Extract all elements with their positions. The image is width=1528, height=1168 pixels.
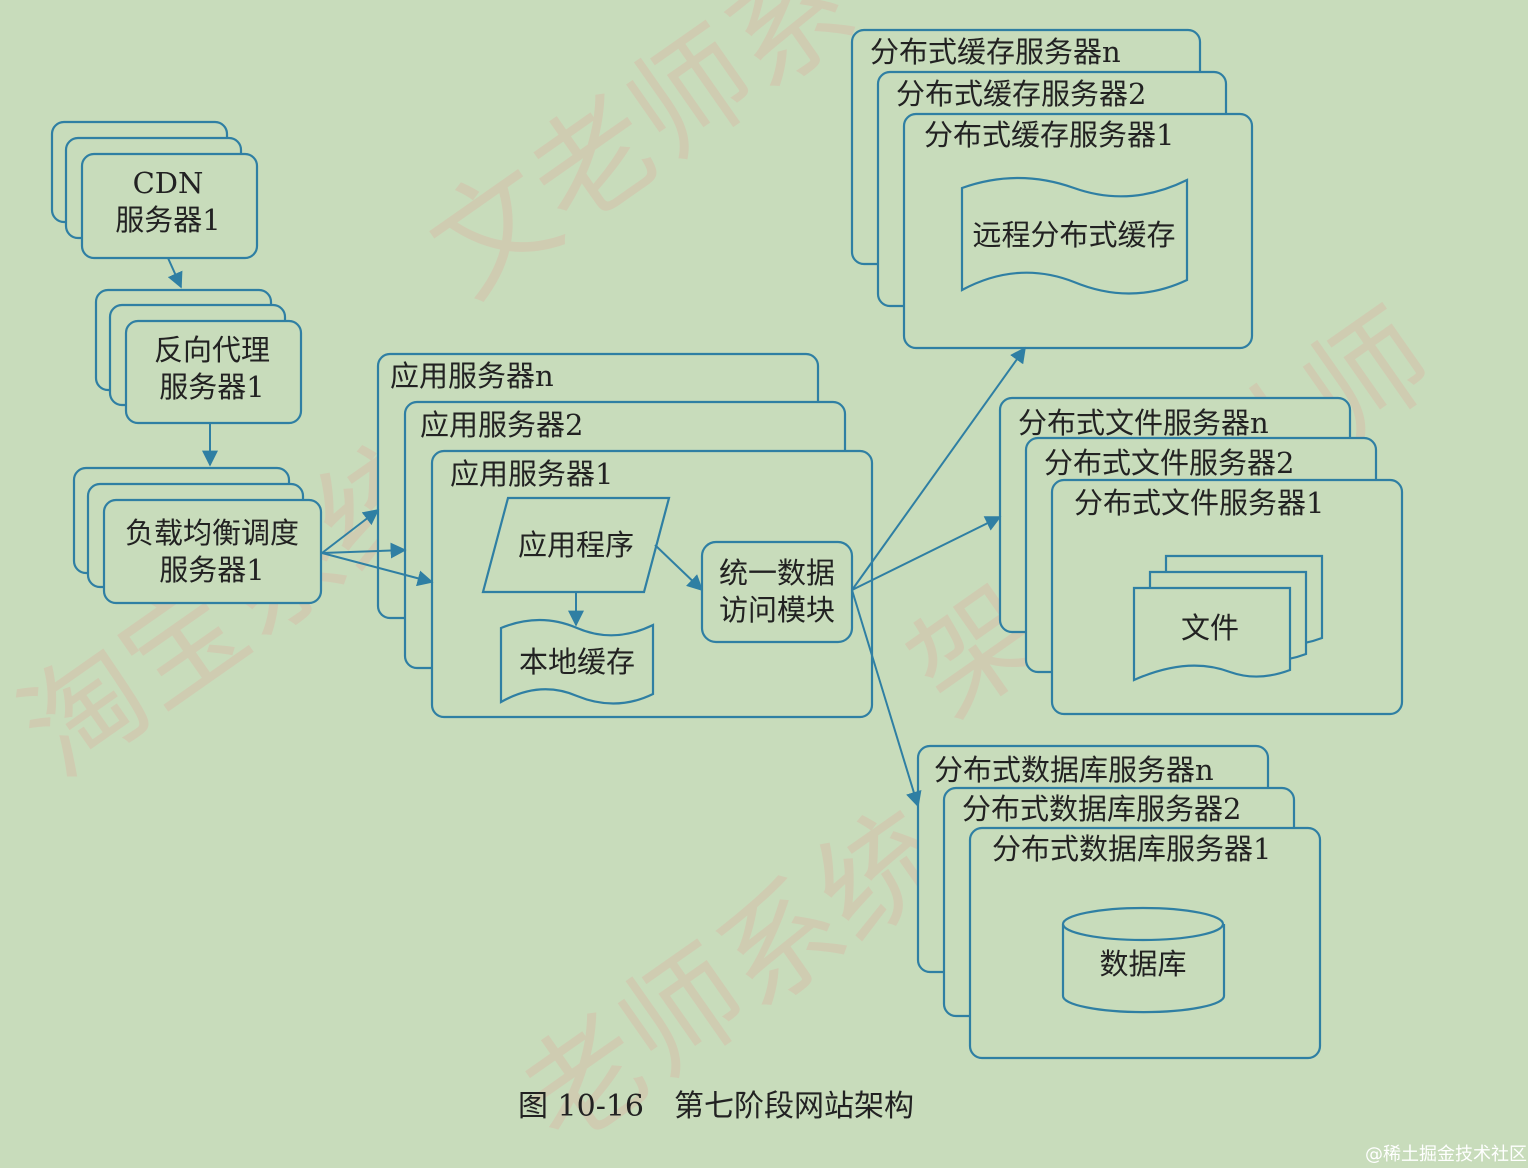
cdn-server-stack: CDN 服务器1: [50, 120, 259, 260]
db-server-n-title: 分布式数据库服务器n: [934, 753, 1214, 787]
figure-caption: 图 10-16 第七阶段网站架构: [518, 1089, 914, 1124]
app-program-label: 应用程序: [518, 528, 634, 562]
file-server-n-title: 分布式文件服务器n: [1018, 406, 1269, 440]
db-server-1-title: 分布式数据库服务器1: [992, 832, 1271, 866]
file-doc-shape: [1132, 586, 1292, 682]
lb-label: 负载均衡调度: [125, 516, 299, 550]
arrow-uda-to-file: [851, 516, 1002, 591]
local-cache-label: 本地缓存: [519, 645, 635, 679]
lb-server-label: 服务器1: [159, 553, 264, 587]
proxy-label: 反向代理: [154, 333, 270, 367]
lb-server-1: [102, 498, 323, 605]
database-cylinder-top: [1061, 906, 1225, 942]
cache-server-2-title: 分布式缓存服务器2: [896, 77, 1146, 111]
app-server-2-title: 应用服务器2: [420, 408, 583, 442]
cdn-server-1: [80, 152, 259, 260]
cache-server-stack: 分布式缓存服务器n 分布式缓存服务器2 分布式缓存服务器1 远程分布式缓存: [850, 28, 1254, 350]
remote-cache-label: 远程分布式缓存: [972, 218, 1175, 252]
arrow-lb-to-app-n: [321, 509, 380, 554]
cache-server-1-title: 分布式缓存服务器1: [924, 118, 1174, 152]
app-server-stack: 应用服务器n 应用服务器2 应用服务器1 应用程序 本地缓存 统一数据 访问模块: [376, 352, 874, 719]
load-balancer-stack: 负载均衡调度 服务器1: [72, 466, 323, 605]
proxy-server-1: [124, 319, 303, 425]
local-cache-shape: [499, 618, 655, 705]
file-server-stack: 分布式文件服务器n 分布式文件服务器2 分布式文件服务器1 文件: [998, 396, 1404, 716]
connector-arrows: [167, 257, 1026, 808]
app-server-1-title: 应用服务器1: [450, 457, 613, 491]
arrow-uda-to-db: [851, 589, 922, 808]
file-label: 文件: [1181, 611, 1239, 645]
db-server-stack: 分布式数据库服务器n 分布式数据库服务器2 分布式数据库服务器1 数据库: [916, 744, 1322, 1060]
reverse-proxy-stack: 反向代理 服务器1: [94, 288, 303, 425]
cache-server-n-title: 分布式缓存服务器n: [870, 35, 1121, 69]
cdn-label: CDN: [133, 166, 204, 200]
watermark-text-1: 文老师系: [407, 0, 880, 324]
file-server-2-title: 分布式文件服务器2: [1044, 446, 1294, 480]
arrow-cdn-to-proxy: [167, 257, 183, 289]
remote-cache-shape: [960, 176, 1189, 295]
arrow-lb-to-app-2: [321, 542, 407, 559]
arrow-lb-to-app-1: [321, 552, 434, 587]
app-server-n-title: 应用服务器n: [390, 359, 554, 393]
arrow-program-to-uda: [654, 544, 704, 592]
db-server-2-title: 分布式数据库服务器2: [962, 792, 1241, 826]
site-logo: @稀土掘金技术社区: [1365, 1144, 1527, 1165]
proxy-server-label: 服务器1: [159, 370, 264, 404]
uda-label-2: 访问模块: [719, 593, 835, 627]
database-cylinder-body: [1061, 924, 1226, 1014]
cdn-server-label: 服务器1: [115, 203, 220, 237]
uda-label-1: 统一数据: [719, 556, 835, 590]
database-label: 数据库: [1099, 947, 1186, 981]
arrow-uda-to-cache: [851, 346, 1026, 591]
file-server-1-title: 分布式文件服务器1: [1074, 486, 1324, 520]
app-program-shape: [481, 496, 671, 594]
